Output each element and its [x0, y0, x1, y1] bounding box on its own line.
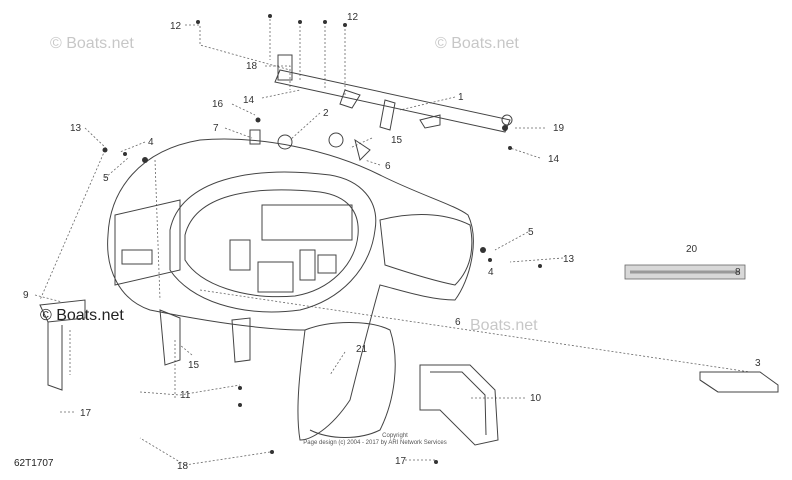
- left-bracket: [39, 299, 251, 391]
- watermark: © Boats.net: [435, 35, 519, 52]
- callout-3: 3: [755, 358, 761, 369]
- callout-14: 14: [243, 95, 255, 106]
- pad-part-3: [699, 371, 779, 393]
- callout-5: 5: [103, 173, 109, 184]
- callout-18: 18: [246, 61, 258, 72]
- leader-lines: [34, 15, 751, 466]
- callout-12: 12: [170, 21, 182, 32]
- diagram-code: 62T1707: [14, 458, 54, 469]
- front-fender-body: [107, 138, 474, 441]
- callout-2: 2: [323, 108, 329, 119]
- copyright-line-1: Copyright: [382, 433, 408, 439]
- callout-4: 4: [488, 267, 494, 278]
- callout-13: 13: [70, 123, 82, 134]
- side-panel: [419, 364, 499, 446]
- callout-9: 9: [23, 290, 29, 301]
- hardware: [102, 14, 542, 464]
- callout-11: 11: [180, 390, 191, 401]
- callout-17: 17: [395, 456, 407, 467]
- callout-labels: 12 12 18 14 16 2 1 7 15 19 13 4 5 6 14 5…: [23, 12, 761, 472]
- callout-6: 6: [385, 161, 391, 172]
- callout-7: 7: [213, 123, 219, 134]
- watermark: © Boats.net: [50, 35, 134, 52]
- callout-13: 13: [563, 254, 575, 265]
- watermark: Boats.net: [470, 317, 538, 334]
- callout-6: 6: [455, 317, 461, 328]
- watermark: © Boats.net: [40, 307, 124, 324]
- callout-17: 17: [80, 408, 92, 419]
- callout-15: 15: [391, 135, 403, 146]
- callout-20: 20: [686, 244, 698, 255]
- callout-18: 18: [177, 461, 189, 472]
- callout-10: 10: [530, 393, 542, 404]
- callout-21: 21: [356, 344, 368, 355]
- copyright-line-2: Page design (c) 2004 - 2017 by ARI Netwo…: [303, 440, 446, 446]
- callout-12: 12: [347, 12, 359, 23]
- callout-5: 5: [528, 227, 534, 238]
- callout-8: 8: [735, 267, 741, 278]
- callout-15: 15: [188, 360, 200, 371]
- handlebar-bracket: [249, 54, 513, 161]
- callout-4: 4: [148, 137, 154, 148]
- callout-14: 14: [548, 154, 560, 165]
- callout-1: 1: [458, 92, 464, 103]
- decal-strip-part-20: [624, 264, 746, 280]
- callout-16: 16: [212, 99, 224, 110]
- callout-19: 19: [553, 123, 565, 134]
